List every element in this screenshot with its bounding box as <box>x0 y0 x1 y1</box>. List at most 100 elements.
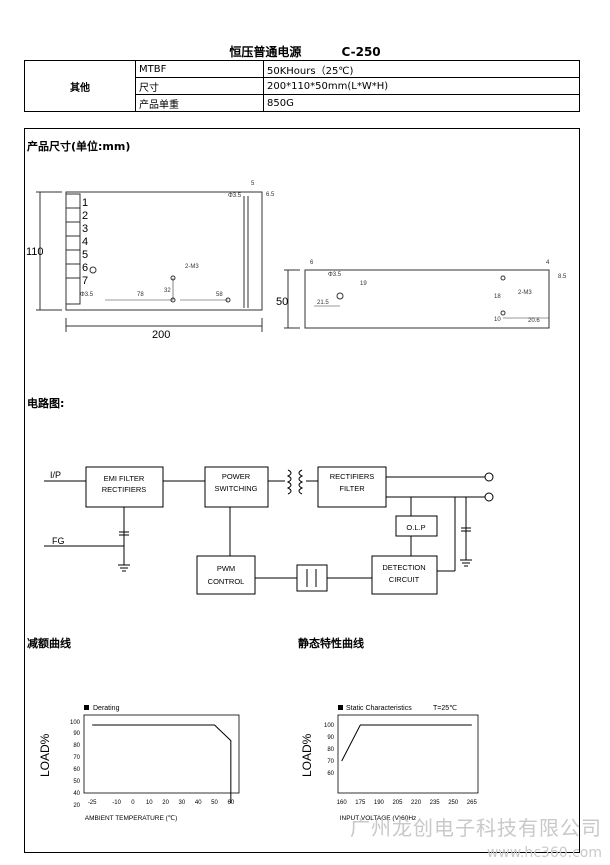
front-view <box>36 191 263 332</box>
side-outline <box>304 269 550 329</box>
derating-xtick: 10 <box>146 800 153 806</box>
static-xtick: 160 <box>337 800 348 806</box>
static-ytick: 70 <box>327 759 334 765</box>
ip-label: I/P <box>50 470 61 480</box>
derating-xtick: -25 <box>88 800 97 806</box>
static-temp: T=25℃ <box>433 705 457 712</box>
pin-label: 4 <box>82 236 88 248</box>
static-legend: Static Characteristics <box>346 705 412 712</box>
dim-text: 6.5 <box>266 192 275 198</box>
static-legend-marker <box>338 705 343 710</box>
dim-text: Φ3.5 <box>80 292 94 298</box>
derating-legend: Derating <box>93 705 120 712</box>
derating-ytick: 100 <box>70 720 81 726</box>
side-hole <box>336 292 344 300</box>
block-text: PWM <box>217 564 235 573</box>
dim-text: 78 <box>137 292 144 298</box>
dimensions-title: 产品尺寸(单位:mm) <box>27 140 131 153</box>
block-text: RECTIFIERS <box>102 485 147 494</box>
static-chart: Static Characteristics T=25℃ 10090807060… <box>300 705 479 822</box>
static-xtick: 250 <box>448 800 459 806</box>
block-text: SWITCHING <box>215 484 258 493</box>
derating-ylabel: LOAD% <box>38 733 52 777</box>
pin-label: 7 <box>82 275 88 287</box>
spec-value: 850G <box>263 94 580 112</box>
olp-block <box>395 515 438 537</box>
dim-width: 200 <box>152 329 170 341</box>
side-view <box>284 269 550 329</box>
pin-label: 6 <box>82 262 88 274</box>
static-ytick: 60 <box>327 771 334 777</box>
rectifiers-filter-block <box>317 466 387 508</box>
derating-ytick: 50 <box>73 779 80 785</box>
static-line <box>341 724 472 762</box>
circuit-title: 电路图: <box>27 397 65 410</box>
static-xtick: 205 <box>392 800 403 806</box>
dim-text: Φ3.5 <box>328 272 342 278</box>
spec-category: 其他 <box>24 60 136 112</box>
derating-line <box>92 724 232 803</box>
static-xtick: 190 <box>374 800 385 806</box>
dim-text: 5 <box>251 181 255 187</box>
block-text: POWER <box>222 472 251 481</box>
page-title: 恒压普通电源 C-250 <box>0 43 610 60</box>
derating-xtick: -10 <box>112 800 121 806</box>
pin-label: 5 <box>82 249 88 261</box>
block-text: CONTROL <box>208 577 245 586</box>
static-xtick: 265 <box>467 800 478 806</box>
content-frame <box>24 128 580 853</box>
dim-text: 2-M3 <box>518 290 532 296</box>
block-text: O.L.P <box>406 523 425 532</box>
watermark-site: www.hc360.com <box>486 845 602 861</box>
static-xtick: 235 <box>430 800 441 806</box>
static-frame <box>337 714 479 794</box>
dim-text: 8.5 <box>558 274 567 280</box>
dim-text: 19 <box>360 281 367 287</box>
derating-xtick: 20 <box>162 800 169 806</box>
derating-ytick: 40 <box>73 791 80 797</box>
derating-xtick: 0 <box>131 800 135 806</box>
dim-text: 20.6 <box>528 318 540 324</box>
mount-hole <box>89 266 97 274</box>
dim-text: 10 <box>494 317 501 323</box>
power-switching-block <box>204 466 269 508</box>
fg-label: FG <box>52 536 65 546</box>
dim-text: 2-M3 <box>185 264 199 270</box>
static-xtick: 175 <box>355 800 366 806</box>
derating-legend-marker <box>84 705 89 710</box>
block-text: EMI FILTER <box>104 474 145 483</box>
terminal-block <box>65 193 81 305</box>
dim-text: 6 <box>310 260 314 266</box>
derating-xtick: 30 <box>179 800 186 806</box>
detection-block <box>371 555 438 595</box>
static-ytick: 90 <box>327 735 334 741</box>
block-text: CIRCUIT <box>389 575 420 584</box>
pin-label: 1 <box>82 197 88 209</box>
derating-ytick: 60 <box>73 767 80 773</box>
dim-text: 4 <box>546 260 550 266</box>
pin-label: 3 <box>82 223 88 235</box>
dim-text: 18 <box>494 294 501 300</box>
watermark-company: 广州龙创电子科技有限公司 <box>350 816 602 840</box>
derating-xtick: 50 <box>211 800 218 806</box>
dim-text: 32 <box>164 288 171 294</box>
static-ytick: 80 <box>327 747 334 753</box>
derating-ytick: 70 <box>73 755 80 761</box>
spec-table: 其他 MTBF 50KHours（25℃) 尺寸 200*110*50mm(L*… <box>24 60 580 112</box>
optocoupler-block <box>296 564 328 592</box>
dim-text: 58 <box>216 292 223 298</box>
pin-labels: 1 2 3 4 5 6 7 <box>82 197 88 287</box>
derating-ytick: 20 <box>73 803 80 809</box>
derating-title: 减额曲线 <box>27 637 71 650</box>
static-ylabel: LOAD% <box>300 733 314 777</box>
dim-text: 21.5 <box>317 300 329 306</box>
block-text: DETECTION <box>382 563 425 572</box>
pin-label: 2 <box>82 210 88 222</box>
block-text: FILTER <box>339 484 365 493</box>
dim-side-height: 50 <box>276 296 288 308</box>
static-xlabel: INPUT VOLTAGE (V)60Hz <box>340 815 417 822</box>
block-text: RECTIFIERS <box>330 472 375 481</box>
derating-frame <box>83 714 240 794</box>
